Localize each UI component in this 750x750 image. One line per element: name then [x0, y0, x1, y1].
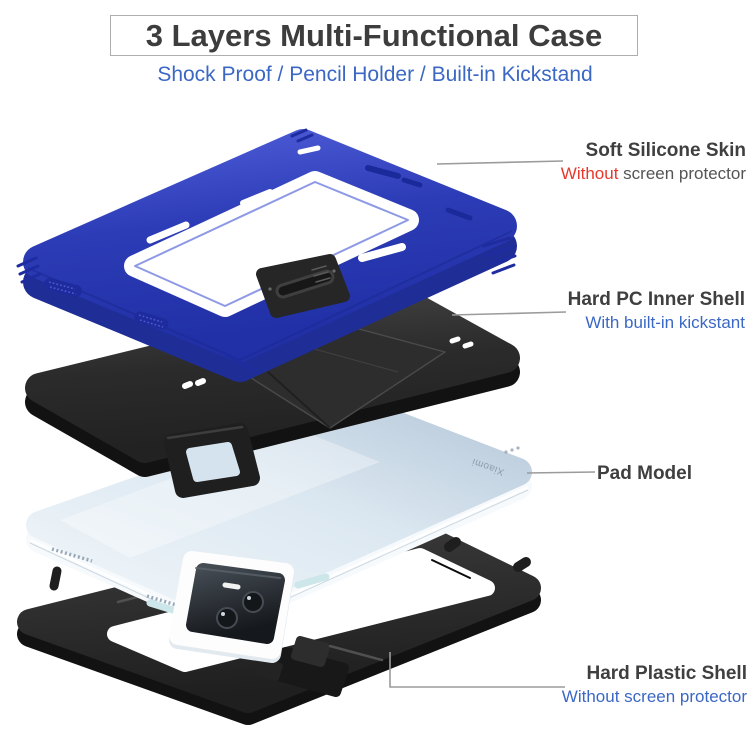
- soft-silicone-skin-layer: [16, 128, 517, 382]
- callout-note-part: With built-in kickstant: [585, 313, 745, 332]
- camera-module: [169, 551, 294, 663]
- callout-pad-model: Pad Model: [597, 463, 692, 485]
- shell-cutouts-decor: [182, 336, 474, 389]
- leader-lines: [389, 160, 596, 688]
- callout-label: Soft Silicone Skin: [585, 140, 746, 161]
- callout-note: Without screen protector: [562, 685, 747, 709]
- callout-label: Hard PC Inner Shell: [567, 289, 745, 310]
- subtitle: Shock Proof / Pencil Holder / Built-in K…: [157, 63, 593, 86]
- hard-pc-inner-shell-layer: [25, 285, 520, 498]
- callout-hard-plastic-shell: Hard Plastic Shell Without screen protec…: [562, 663, 747, 709]
- corner-ribbing-decor: [16, 128, 517, 374]
- callout-note-part: Without screen protector: [561, 687, 747, 706]
- callout-label: Pad Model: [597, 463, 693, 484]
- silicone-recess-decor: [365, 165, 473, 221]
- page-title: 3 Layers Multi-Functional Case: [145, 17, 603, 53]
- callout-label: Hard Plastic Shell: [586, 663, 747, 684]
- flash-decor: [222, 582, 241, 590]
- callout-note-part: Without: [560, 164, 619, 183]
- camera-lens: [242, 591, 264, 613]
- leader-line-silicone: [436, 160, 564, 165]
- regulatory-marks-decor: [504, 446, 520, 454]
- callout-note: Without screen protector: [561, 162, 746, 186]
- camera-cutout-ring: [164, 423, 260, 498]
- pencil-holder-decor: [255, 636, 349, 697]
- title-box: 3 Layers Multi-Functional Case: [110, 15, 638, 56]
- leader-line-pad: [526, 471, 596, 474]
- silicone-slots-decor: [146, 145, 406, 262]
- callout-note: With built-in kickstant: [568, 311, 745, 335]
- leader-line-plastic-shell: [389, 652, 565, 688]
- kickstand-vents-decor: [311, 265, 331, 283]
- camera-lens: [216, 607, 238, 629]
- leader-line-inner-shell: [451, 311, 567, 316]
- callout-soft-silicone-skin: Soft Silicone Skin Without screen protec…: [561, 140, 746, 186]
- callout-note-part: screen protector: [618, 164, 746, 183]
- callout-hard-pc-inner-shell: Hard PC Inner Shell With built-in kickst…: [568, 289, 745, 335]
- kickstand: [256, 254, 350, 318]
- grip-pads-decor: [44, 278, 169, 330]
